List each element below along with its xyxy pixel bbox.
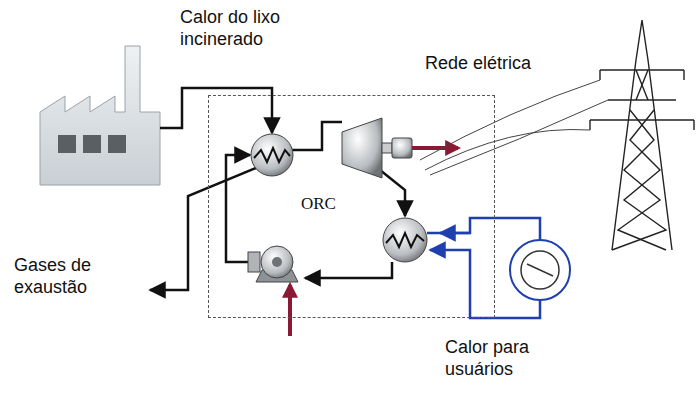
heat-user-symbol [510,240,570,300]
exhaust-line [150,168,256,290]
turbine-symbol [342,118,412,178]
evaporator-symbol [251,134,293,176]
transmission-tower [420,20,694,250]
vapor-line [292,122,342,150]
heat-users-label: Calor para usuários [445,336,570,380]
flow-arrow [440,232,470,235]
factory-icon [40,46,160,185]
orc-boundary: ORC [208,95,495,318]
pump-power-arrow [288,285,292,336]
feed-line [226,155,250,262]
condenser-symbol [383,218,427,262]
turbine-exhaust-line [380,170,405,216]
exhaust-label: Gases de exaustão [14,254,129,298]
power-arrow [412,146,458,150]
condensate-line [305,262,392,278]
system-label: ORC [301,194,336,214]
hot-water-line [427,218,540,240]
pump-symbol [248,246,298,282]
grid-label: Rede elétrica [425,52,585,74]
heat-source-label: Calor do lixo incinerado [180,6,320,50]
